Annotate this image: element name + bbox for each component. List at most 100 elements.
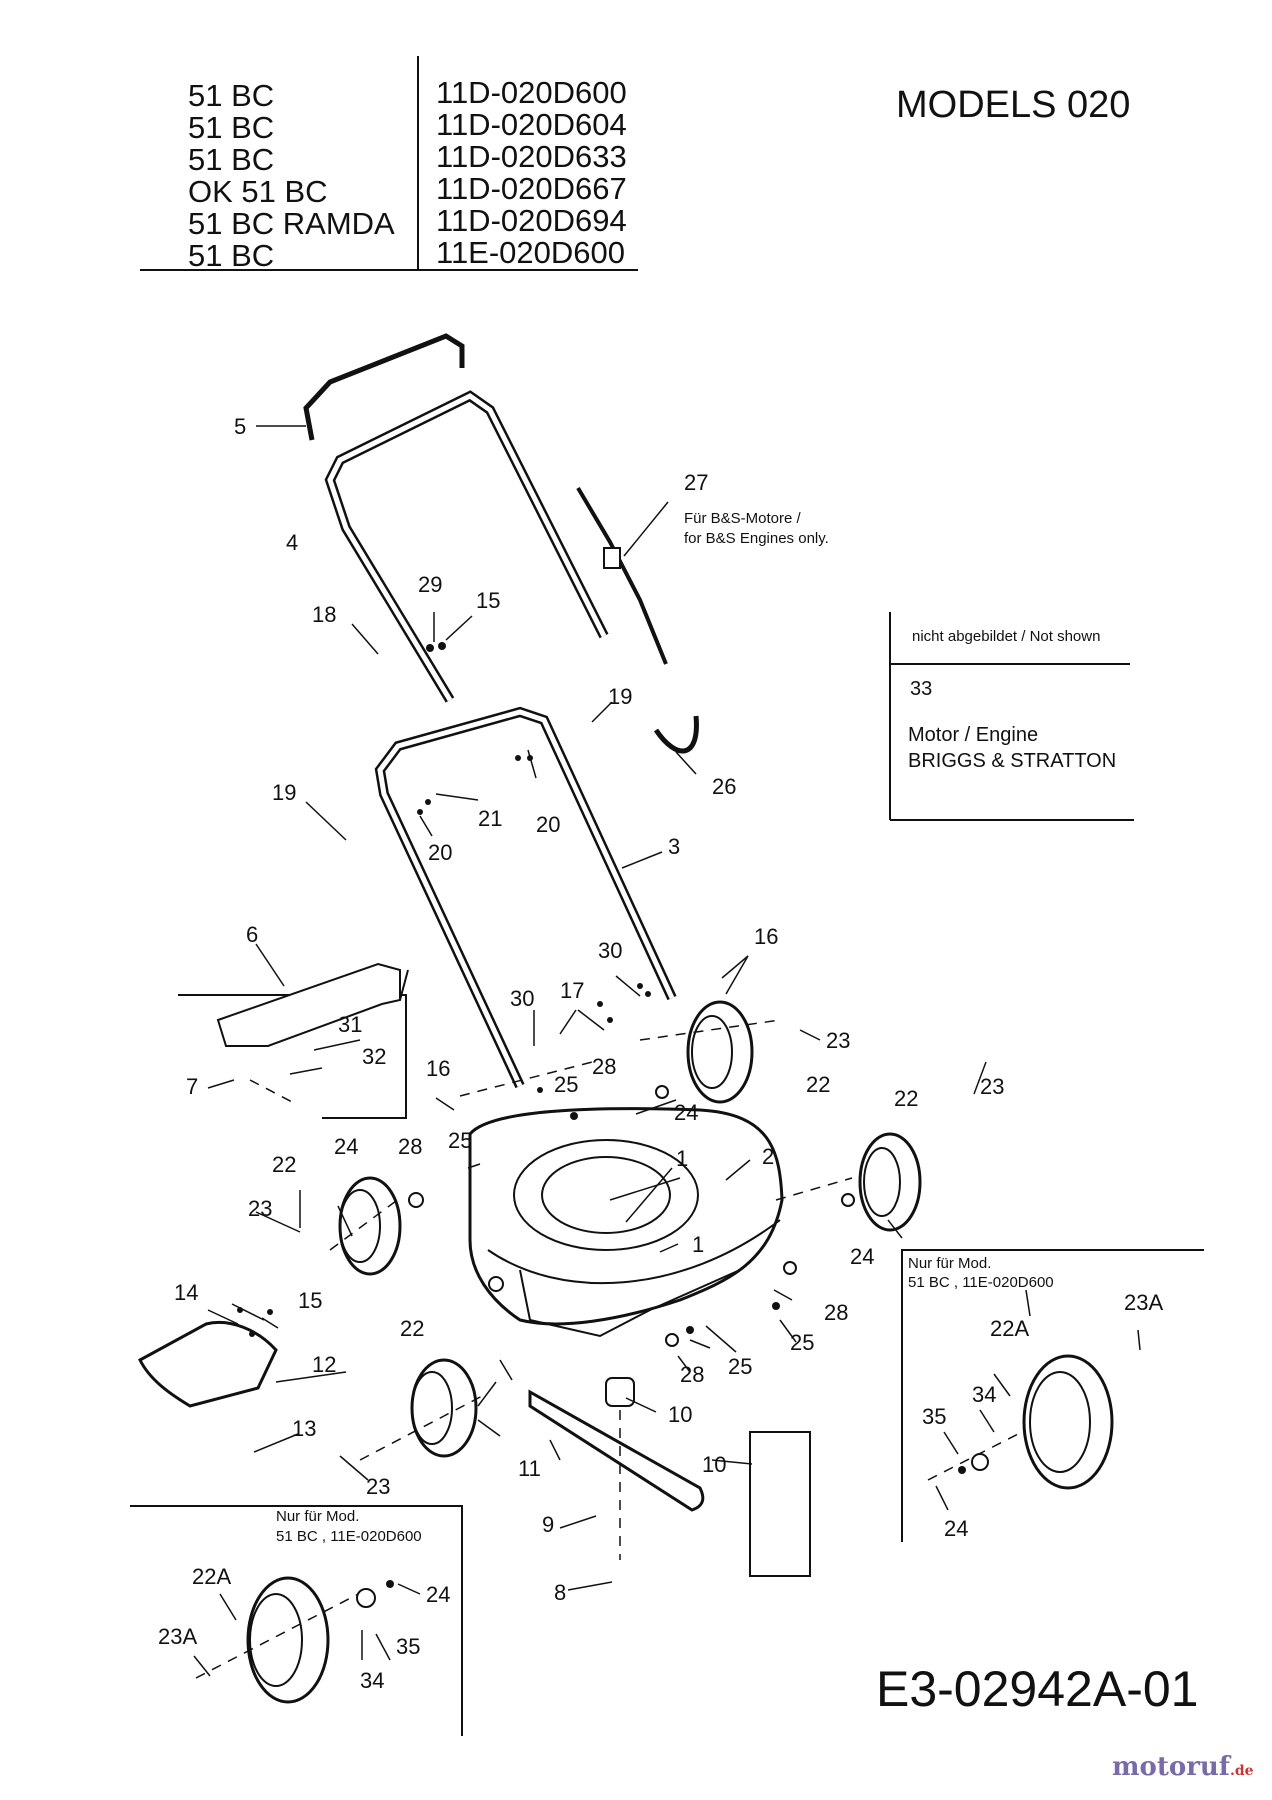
callout-23A-left: 23A xyxy=(158,1624,198,1649)
callout-9: 9 xyxy=(542,1512,555,1537)
model-code-3: 11D-020D633 xyxy=(436,139,627,174)
lower-handle-inner xyxy=(377,709,675,1088)
callout-11: 11 xyxy=(518,1456,541,1481)
wheel-inset-left xyxy=(246,1576,330,1704)
callout-28-bottom: 28 xyxy=(680,1362,705,1387)
callout-25-left: 25 xyxy=(448,1128,473,1153)
watermark-main: motoruf xyxy=(1112,1752,1230,1782)
wire-clip xyxy=(653,715,699,754)
model-name-1: 51 BC xyxy=(188,78,275,113)
callout-28-left: 28 xyxy=(398,1134,423,1159)
callout-4: 4 xyxy=(286,530,299,555)
callout-23-left: 23 xyxy=(248,1196,273,1221)
callout-35-left: 35 xyxy=(396,1634,421,1659)
inset-left-frame xyxy=(130,1505,463,1736)
inset-left-line2: 51 BC , 11E-020D600 xyxy=(276,1528,422,1545)
inset-right-line1: Nur für Mod. xyxy=(908,1255,992,1272)
callout-28-top: 28 xyxy=(592,1054,617,1079)
watermark-logo: motoruf.de xyxy=(1112,1752,1254,1782)
callout-34-left: 34 xyxy=(360,1668,385,1693)
callout-30-upper: 30 xyxy=(598,938,623,963)
cable xyxy=(576,486,668,665)
callout-22-left: 22 xyxy=(272,1152,297,1177)
deck-engine-mount xyxy=(513,1139,699,1251)
callout-23-front: 23 xyxy=(366,1474,391,1499)
model-name-4: OK 51 BC xyxy=(188,174,328,209)
model-code-6: 11E-020D600 xyxy=(436,235,626,270)
model-name-3: 51 BC xyxy=(188,142,275,177)
callout-28-right: 28 xyxy=(824,1300,849,1325)
callout-22-upper: 22 xyxy=(806,1072,831,1097)
callout-1-lower: 1 xyxy=(692,1232,705,1257)
callout-23-upper: 23 xyxy=(826,1028,851,1053)
callout-32: 32 xyxy=(362,1044,387,1069)
callout-23-right: 23 xyxy=(980,1074,1005,1099)
not-shown-line1: Motor / Engine xyxy=(908,724,1039,746)
callout-23A-right: 23A xyxy=(1124,1290,1164,1315)
callout-20-left: 20 xyxy=(428,840,453,865)
wheel-inset-right xyxy=(1022,1354,1114,1490)
callout-22A-right: 22A xyxy=(990,1316,1030,1341)
callout-19-left: 19 xyxy=(272,780,297,805)
blade-adapter xyxy=(605,1377,635,1407)
callout-30-lower: 30 xyxy=(510,986,535,1011)
model-code-5: 11D-020D694 xyxy=(436,203,627,238)
model-code-1: 11D-020D600 xyxy=(436,75,627,110)
callout-3: 3 xyxy=(668,834,681,859)
callout-7: 7 xyxy=(186,1074,199,1099)
callout-18: 18 xyxy=(312,602,337,627)
engine-note-line1: Für B&S-Motore / xyxy=(684,510,801,527)
callout-24-inset-right: 24 xyxy=(944,1516,969,1541)
callout-14: 14 xyxy=(174,1280,199,1305)
model-code-2: 11D-020D604 xyxy=(436,107,627,142)
inset-right-line2: 51 BC , 11E-020D600 xyxy=(908,1274,1054,1291)
deck-inner-ring xyxy=(541,1156,671,1234)
callout-17: 17 xyxy=(560,978,585,1003)
discharge-flap xyxy=(138,1320,278,1408)
not-shown-line2: BRIGGS & STRATTON xyxy=(908,750,1117,772)
callout-16-right: 16 xyxy=(754,924,779,949)
callout-10-inset: 10 xyxy=(702,1452,727,1477)
mower-deck xyxy=(468,1107,784,1326)
callout-21: 21 xyxy=(478,806,503,831)
callout-12: 12 xyxy=(312,1352,337,1377)
watermark-suffix: .de xyxy=(1230,1763,1254,1779)
callout-25-top: 25 xyxy=(554,1072,579,1097)
callout-24-right: 24 xyxy=(850,1244,875,1269)
model-name-5: 51 BC RAMDA xyxy=(188,206,395,241)
callout-1-upper: 1 xyxy=(676,1146,689,1171)
callout-13: 13 xyxy=(292,1416,317,1441)
upper-handle-inner xyxy=(327,393,607,702)
engine-note-line2: for B&S Engines only. xyxy=(684,530,829,547)
callout-20-right: 20 xyxy=(536,812,561,837)
callout-5: 5 xyxy=(234,414,247,439)
callout-16-left: 16 xyxy=(426,1056,451,1081)
blade-parts-inset-frame xyxy=(749,1431,811,1577)
not-shown-part-number: 33 xyxy=(910,678,933,700)
callout-31: 31 xyxy=(338,1012,363,1037)
deck-skirt xyxy=(487,1219,781,1285)
callout-22A-left: 22A xyxy=(192,1564,232,1589)
callout-22-right: 22 xyxy=(894,1086,919,1111)
callout-25-bottom: 25 xyxy=(728,1354,753,1379)
model-name-6: 51 BC xyxy=(188,238,275,273)
bail-handle xyxy=(303,333,465,441)
deck-front xyxy=(519,1269,741,1338)
callout-24-upper: 24 xyxy=(674,1100,699,1125)
callout-2: 2 xyxy=(762,1144,775,1169)
callout-15-left: 15 xyxy=(298,1288,323,1313)
wheel-front-center xyxy=(410,1358,478,1458)
callout-22-front: 22 xyxy=(400,1316,425,1341)
callout-10-center: 10 xyxy=(668,1402,693,1427)
model-code-4: 11D-020D667 xyxy=(436,171,627,206)
callout-34-right: 34 xyxy=(972,1382,997,1407)
callout-25-right: 25 xyxy=(790,1330,815,1355)
bracket xyxy=(216,962,401,1047)
callout-35-right: 35 xyxy=(922,1404,947,1429)
callout-6: 6 xyxy=(246,922,259,947)
callout-24-inset-left: 24 xyxy=(426,1582,451,1607)
drawing-code: E3-02942A-01 xyxy=(876,1661,1199,1717)
callout-24-left: 24 xyxy=(334,1134,359,1159)
inset-left-line1: Nur für Mod. xyxy=(276,1508,360,1525)
